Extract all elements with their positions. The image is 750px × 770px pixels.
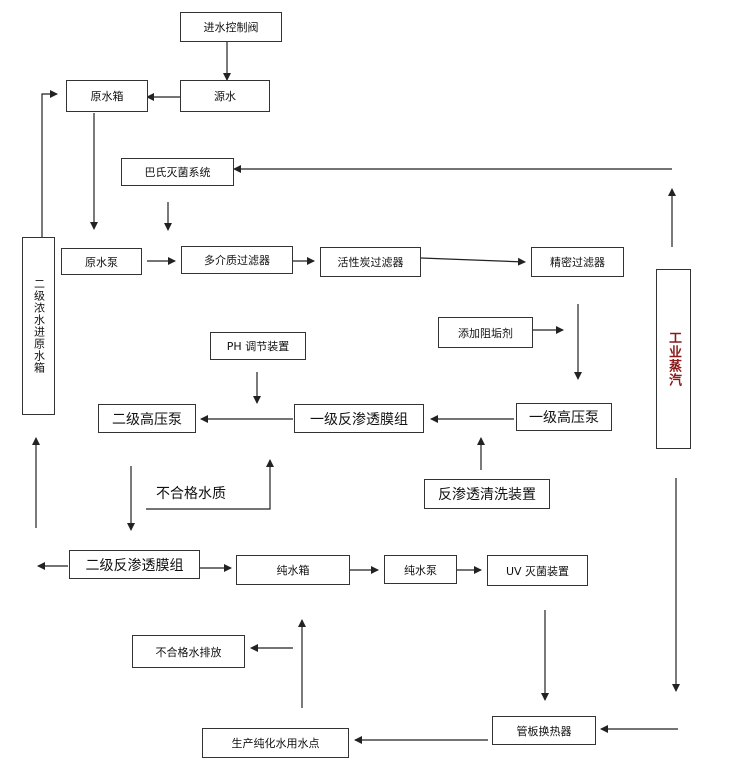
pure-tank-box: 纯水箱	[236, 555, 350, 585]
raw-tank-box: 原水箱	[66, 80, 148, 112]
ro-cleaning-box: 反渗透清洗装置	[424, 479, 550, 509]
pasteur-box: 巴氏灭菌系统	[121, 158, 234, 186]
concentrate-return-box: 二级浓水进原水箱	[22, 237, 55, 415]
hp-pump-2-box: 二级高压泵	[98, 404, 196, 433]
industrial-steam-box: 工业蒸汽	[656, 269, 691, 449]
source-water-box: 源水	[180, 80, 270, 112]
multimedia-filter-box: 多介质过滤器	[181, 246, 293, 274]
arrow-unqualified-return	[146, 459, 274, 510]
ro-module-1-box: 一级反渗透膜组	[294, 404, 424, 433]
production-use-box: 生产纯化水用水点	[202, 728, 349, 758]
precision-filter-box: 精密过滤器	[531, 247, 624, 277]
inlet-valve-box: 进水控制阀	[180, 12, 282, 42]
plate-exchanger-box: 管板换热器	[492, 716, 596, 745]
uv-sterilizer-box: UV 灭菌装置	[487, 555, 588, 586]
antiscalant-box: 添加阻垢剂	[438, 317, 533, 348]
carbon-filter-box: 活性炭过滤器	[320, 247, 421, 277]
raw-pump-box: 原水泵	[61, 248, 142, 275]
arrow-concentrate-to-raw-tank	[41, 90, 58, 237]
pure-pump-box: 纯水泵	[384, 555, 457, 584]
unqualified-quality-label: 不合格水质	[156, 486, 226, 502]
arrow-carbon-to-precision	[420, 257, 526, 266]
unqualified-discharge-box: 不合格水排放	[132, 635, 245, 668]
hp-pump-1-box: 一级高压泵	[516, 403, 612, 431]
ro-module-2-box: 二级反渗透膜组	[69, 550, 200, 579]
ph-adjust-box: PH 调节装置	[210, 332, 306, 360]
